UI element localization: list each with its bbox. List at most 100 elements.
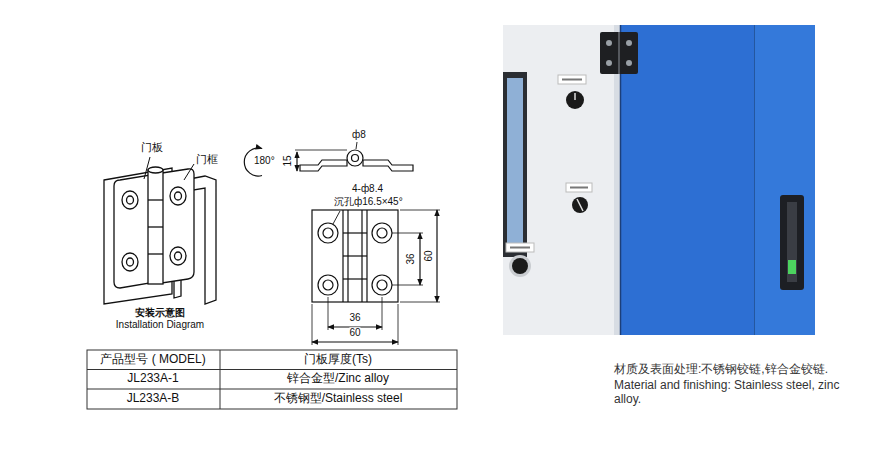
dimension: 36	[405, 253, 417, 264]
sticker	[566, 183, 592, 192]
screw-hole	[323, 280, 333, 290]
sticker-print	[570, 187, 588, 189]
spec-table	[87, 350, 457, 409]
screw-hole	[122, 253, 138, 271]
hinge-profile	[363, 160, 413, 171]
hinge-knuckle	[618, 32, 620, 74]
figure-title: 安装示意图	[135, 307, 185, 319]
dimension: 4-ф8.4	[352, 183, 383, 195]
knuckle-joint	[148, 226, 163, 227]
screw-hole	[175, 252, 182, 260]
screw	[626, 40, 632, 46]
table-cell: JL233A-1	[127, 372, 178, 386]
hinge-leaf	[114, 175, 150, 288]
table-cell: JL233A-B	[127, 392, 180, 406]
dimension-line	[296, 152, 297, 171]
knuckle-section	[347, 150, 363, 166]
screw-hole	[377, 228, 387, 238]
dimension: 沉孔ф16.5×45°	[334, 196, 403, 208]
leader-line	[184, 164, 194, 180]
blue-door	[755, 25, 815, 335]
knob	[566, 91, 584, 109]
door-panel	[104, 168, 172, 304]
dimension-line	[419, 233, 420, 285]
dimension: 60	[423, 250, 435, 261]
knuckle-joint	[148, 253, 163, 254]
extension-line	[312, 304, 313, 345]
handle-slot	[787, 202, 797, 282]
hinge-leaf	[162, 169, 194, 283]
screw-hole	[170, 247, 186, 265]
screw-hole	[127, 196, 134, 204]
table-cell: 产品型号 ( MODEL)	[100, 353, 205, 367]
countersink	[318, 275, 338, 295]
extension-line	[400, 302, 440, 303]
door-handle	[780, 195, 804, 290]
lock-indicator	[788, 260, 796, 274]
extension-line	[392, 285, 423, 286]
extension-line	[328, 297, 329, 330]
display-frame	[503, 72, 527, 257]
cabinet-panel	[503, 25, 815, 335]
leader-line	[356, 142, 357, 149]
knuckle-top	[148, 167, 163, 173]
screw-hole	[377, 280, 387, 290]
table-rule	[87, 369, 457, 370]
knuckle-joint	[343, 278, 367, 279]
knuckle-joint	[343, 232, 367, 233]
sticker	[506, 243, 534, 252]
table-cell: 不锈钢型/Stainless steel	[274, 392, 403, 406]
screw-hole	[170, 187, 186, 205]
caption-note: Material and finishing: Stainless steel,…	[614, 379, 850, 407]
hinge-photo	[600, 32, 638, 74]
extension-line	[400, 210, 440, 211]
extension-line	[382, 297, 383, 330]
knob	[512, 258, 528, 274]
screw	[606, 60, 612, 66]
table-rule	[87, 389, 457, 390]
countersink	[318, 223, 338, 243]
countersink	[372, 223, 392, 243]
leader-line	[144, 157, 150, 179]
dimension: 60	[349, 327, 360, 339]
screw-hole	[122, 191, 138, 209]
blue-door	[620, 25, 815, 335]
hinge-outline	[312, 210, 398, 302]
screw-hole	[127, 258, 134, 266]
extension-line	[398, 304, 399, 345]
table-cell: 锌合金型/Zinc alloy	[287, 372, 389, 386]
door-seam	[754, 25, 755, 335]
angle-label: 180°	[254, 155, 275, 167]
hinge-knuckle	[148, 170, 163, 284]
sticker-print	[562, 79, 582, 81]
hinge-profile	[300, 160, 347, 171]
side-view	[244, 142, 413, 176]
table-border	[87, 350, 457, 409]
dimension: 15	[282, 155, 294, 166]
screw	[626, 60, 632, 66]
knuckle-joint	[343, 255, 367, 256]
pin-section	[352, 155, 359, 162]
caption-note: 材质及表面处理:不锈钢铰链,锌合金铰链.	[614, 363, 828, 377]
knob	[572, 197, 588, 213]
part-name: 门板	[141, 141, 163, 154]
extension-line	[392, 233, 423, 234]
dimension-line	[436, 210, 437, 302]
screw-hole	[323, 228, 333, 238]
sticker-print	[510, 247, 530, 249]
figure-title: Installation Diagram	[116, 319, 204, 331]
installation-drawing	[104, 157, 216, 304]
knob-ring	[509, 255, 531, 277]
countersink	[372, 275, 392, 295]
table-rule	[220, 350, 221, 409]
screw-hole	[175, 192, 182, 200]
sticker	[558, 75, 586, 84]
knuckle-joint	[148, 199, 163, 200]
leader-line	[333, 211, 340, 224]
display-screen	[507, 78, 523, 250]
front-view	[312, 210, 440, 345]
table-cell: 门板厚度(Ts)	[304, 353, 372, 367]
dimension-line	[312, 341, 398, 342]
